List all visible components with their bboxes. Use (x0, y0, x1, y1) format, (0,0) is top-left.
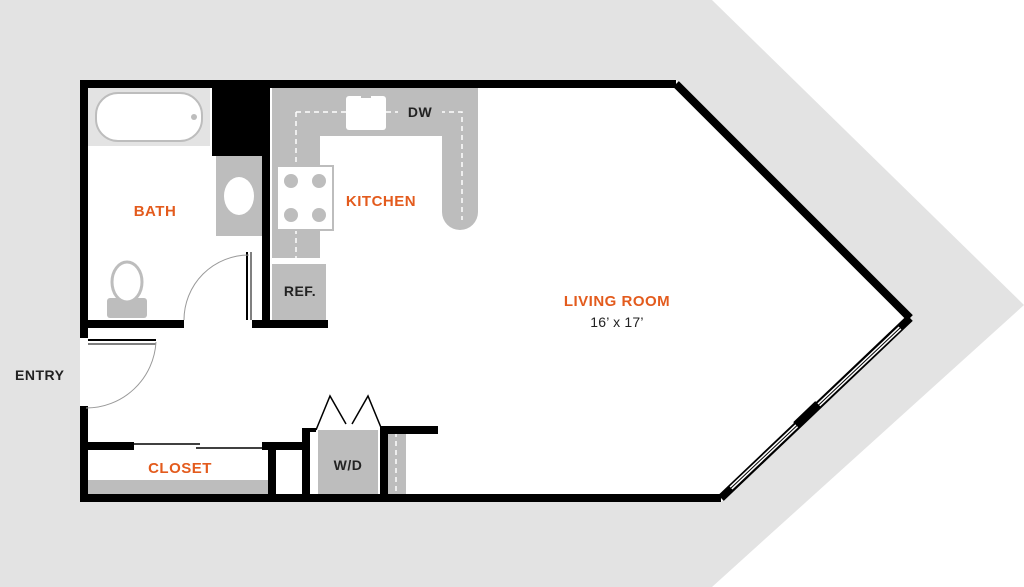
kitchen-sink (346, 96, 386, 130)
window-mullion (793, 401, 821, 428)
entry-label: ENTRY (15, 367, 65, 383)
faucet (361, 88, 371, 98)
bath-door-swing (183, 254, 250, 321)
dishwasher (398, 88, 442, 130)
living-room-label: LIVING ROOM (563, 293, 671, 310)
cooktop (276, 165, 334, 231)
bath-label: BATH (133, 203, 177, 220)
walls (80, 80, 721, 502)
washer-dryer-label: W/D (333, 457, 363, 473)
toilet-tank (107, 298, 147, 318)
burner-icon (284, 174, 298, 188)
toilet-bowl (110, 260, 144, 304)
exterior-angled-wall (673, 81, 913, 321)
kitchen-label: KITCHEN (345, 193, 417, 210)
bathtub-drain (191, 114, 197, 120)
bath-sink (224, 177, 254, 215)
burner-icon (312, 208, 326, 222)
closet-shelf (88, 480, 268, 496)
living-room-dimensions: 16’ x 17’ (590, 314, 644, 330)
entry-door-swing (85, 341, 157, 409)
refrigerator (272, 264, 326, 320)
washer-dryer (318, 430, 378, 496)
dishwasher-label: DW (407, 104, 433, 120)
closet-label: CLOSET (148, 460, 212, 477)
wd-bifold-door (315, 394, 347, 431)
burner-icon (312, 174, 326, 188)
kitchen-counter (272, 88, 478, 258)
wd-bifold-door (351, 394, 383, 431)
refrigerator-label: REF. (283, 283, 317, 299)
burner-icon (284, 208, 298, 222)
bathtub-basin (95, 92, 203, 142)
